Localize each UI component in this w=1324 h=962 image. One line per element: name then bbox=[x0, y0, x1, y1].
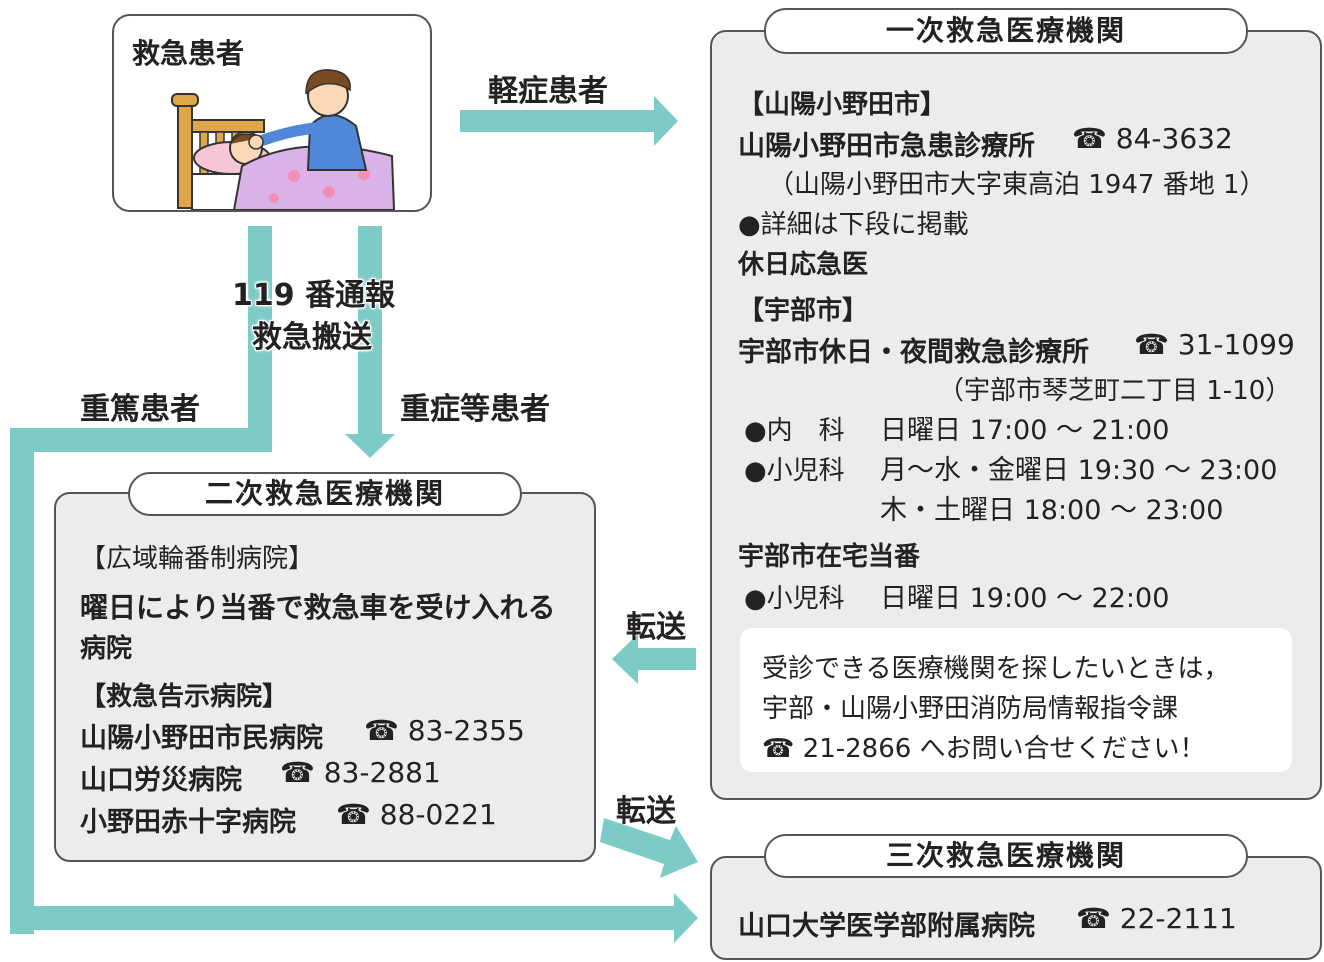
primary-sanyo-heading: 【山陽小野田市】 bbox=[738, 90, 947, 120]
phone-icon: ☎ bbox=[280, 756, 315, 789]
phone-icon: ☎ bbox=[1134, 328, 1169, 361]
secondary-hospital-3-tel-row: ☎ 88-0221 bbox=[336, 798, 497, 831]
primary-info-line-1: 受診できる医療機関を探したいときは， bbox=[762, 654, 1230, 684]
primary-info-line-3-row: ☎ 21-2866 へお問い合せください！ bbox=[762, 728, 1206, 765]
tertiary-hospital: 山口大学医学部附属病院 bbox=[738, 911, 1035, 942]
label-transfer-1: 転送 bbox=[626, 610, 686, 645]
secondary-hospital-2-tel: 83-2881 bbox=[323, 756, 441, 789]
patient-title: 救急患者 bbox=[132, 37, 245, 70]
arrow-transfer-secondary-head bbox=[612, 634, 638, 684]
tertiary-tel-row: ☎ 22-2111 bbox=[1076, 902, 1237, 935]
primary-info-line-3: 21-2866 へお問い合せください！ bbox=[802, 734, 1206, 764]
primary-home-heading: 宇部市在宅当番 bbox=[738, 542, 921, 572]
primary-sanyo-address: （山陽小野田市大字東高泊 1947 番地 1） bbox=[768, 170, 1266, 200]
phone-icon: ☎ bbox=[1072, 122, 1107, 155]
primary-info-line-2: 宇部・山陽小野田消防局情報指令課 bbox=[762, 694, 1179, 724]
arrow-serious-vertical bbox=[358, 226, 382, 436]
primary-ube-clinic: 宇部市休日・夜間救急診療所 bbox=[738, 337, 1089, 368]
phone-icon: ☎ bbox=[336, 798, 371, 831]
secondary-rotation-line-2: 病院 bbox=[80, 634, 133, 664]
secondary-hospital-1-tel-row: ☎ 83-2355 bbox=[364, 714, 525, 747]
secondary-hospital-1-tel: 83-2355 bbox=[407, 714, 525, 747]
secondary-title: 二次救急医療機関 bbox=[128, 472, 522, 516]
arrow-critical-bottom bbox=[10, 906, 676, 930]
label-transfer-2: 転送 bbox=[616, 794, 676, 829]
phone-icon: ☎ bbox=[1076, 902, 1111, 935]
label-call: 119 番通報 bbox=[232, 278, 396, 313]
secondary-box bbox=[54, 492, 596, 862]
secondary-hospital-3-name: 小野田赤十字病院 bbox=[80, 807, 296, 838]
phone-icon: ☎ bbox=[364, 714, 399, 747]
tertiary-title: 三次救急医療機関 bbox=[764, 834, 1248, 878]
primary-holiday: 休日応急医 bbox=[738, 250, 869, 280]
primary-ube-heading: 【宇部市】 bbox=[738, 296, 869, 326]
arrow-transfer-tertiary bbox=[600, 818, 698, 878]
sick-child-illustration bbox=[171, 69, 396, 210]
tertiary-tel: 22-2111 bbox=[1119, 902, 1237, 935]
primary-internal-hours: 日曜日 17:00 ～ 21:00 bbox=[880, 415, 1170, 446]
label-critical: 重篤患者 bbox=[80, 392, 200, 427]
primary-peds-label: ●小児科 bbox=[744, 456, 845, 486]
primary-sanyo-detail: ●詳細は下段に掲載 bbox=[738, 210, 969, 240]
arrow-critical-horizontal-top bbox=[10, 428, 272, 452]
secondary-hospital-3-tel: 88-0221 bbox=[379, 798, 497, 831]
primary-ube-address: （宇部市琴芝町二丁目 1-10） bbox=[938, 376, 1292, 406]
secondary-notified-heading: 【救急告示病院】 bbox=[80, 682, 289, 712]
arrow-critical-vertical bbox=[248, 226, 272, 452]
label-serious: 重症等患者 bbox=[400, 392, 550, 427]
phone-icon: ☎ bbox=[762, 734, 795, 764]
arrow-to-primary bbox=[460, 110, 656, 132]
label-mild: 軽症患者 bbox=[488, 74, 608, 109]
primary-home-hours: 日曜日 19:00 ～ 22:00 bbox=[880, 583, 1170, 614]
primary-ube-tel: 31-1099 bbox=[1177, 328, 1295, 361]
label-transport: 救急搬送 bbox=[252, 320, 372, 355]
secondary-hospital-2-tel-row: ☎ 83-2881 bbox=[280, 756, 441, 789]
primary-sanyo-tel-row: ☎ 84-3632 bbox=[1072, 122, 1233, 155]
arrow-critical-left-down bbox=[10, 428, 34, 934]
primary-info-box bbox=[740, 628, 1292, 772]
primary-internal-label: ●内 科 bbox=[744, 416, 845, 446]
secondary-hospital-2-name: 山口労災病院 bbox=[80, 765, 242, 796]
arrow-transfer-secondary bbox=[636, 648, 696, 670]
primary-sanyo-clinic: 山陽小野田市急患診療所 bbox=[738, 131, 1035, 162]
arrow-critical-head bbox=[674, 893, 698, 943]
arrow-to-primary-head bbox=[654, 96, 678, 146]
primary-sanyo-tel: 84-3632 bbox=[1115, 122, 1233, 155]
primary-peds-hours-2: 木・土曜日 18:00 ～ 23:00 bbox=[880, 495, 1224, 526]
secondary-rotation-heading: 【広域輪番制病院】 bbox=[80, 544, 315, 574]
primary-peds-hours-1: 月～水・金曜日 19:30 ～ 23:00 bbox=[880, 455, 1278, 486]
primary-ube-tel-row: ☎ 31-1099 bbox=[1134, 328, 1295, 361]
secondary-rotation-line-1: 曜日により当番で救急車を受け入れる bbox=[80, 591, 556, 624]
primary-title: 一次救急医療機関 bbox=[764, 8, 1248, 54]
arrow-serious-head bbox=[345, 434, 395, 458]
patient-box: 救急患者 bbox=[112, 14, 432, 212]
primary-home-label: ●小児科 bbox=[744, 584, 845, 614]
secondary-hospital-1-name: 山陽小野田市民病院 bbox=[80, 723, 323, 754]
